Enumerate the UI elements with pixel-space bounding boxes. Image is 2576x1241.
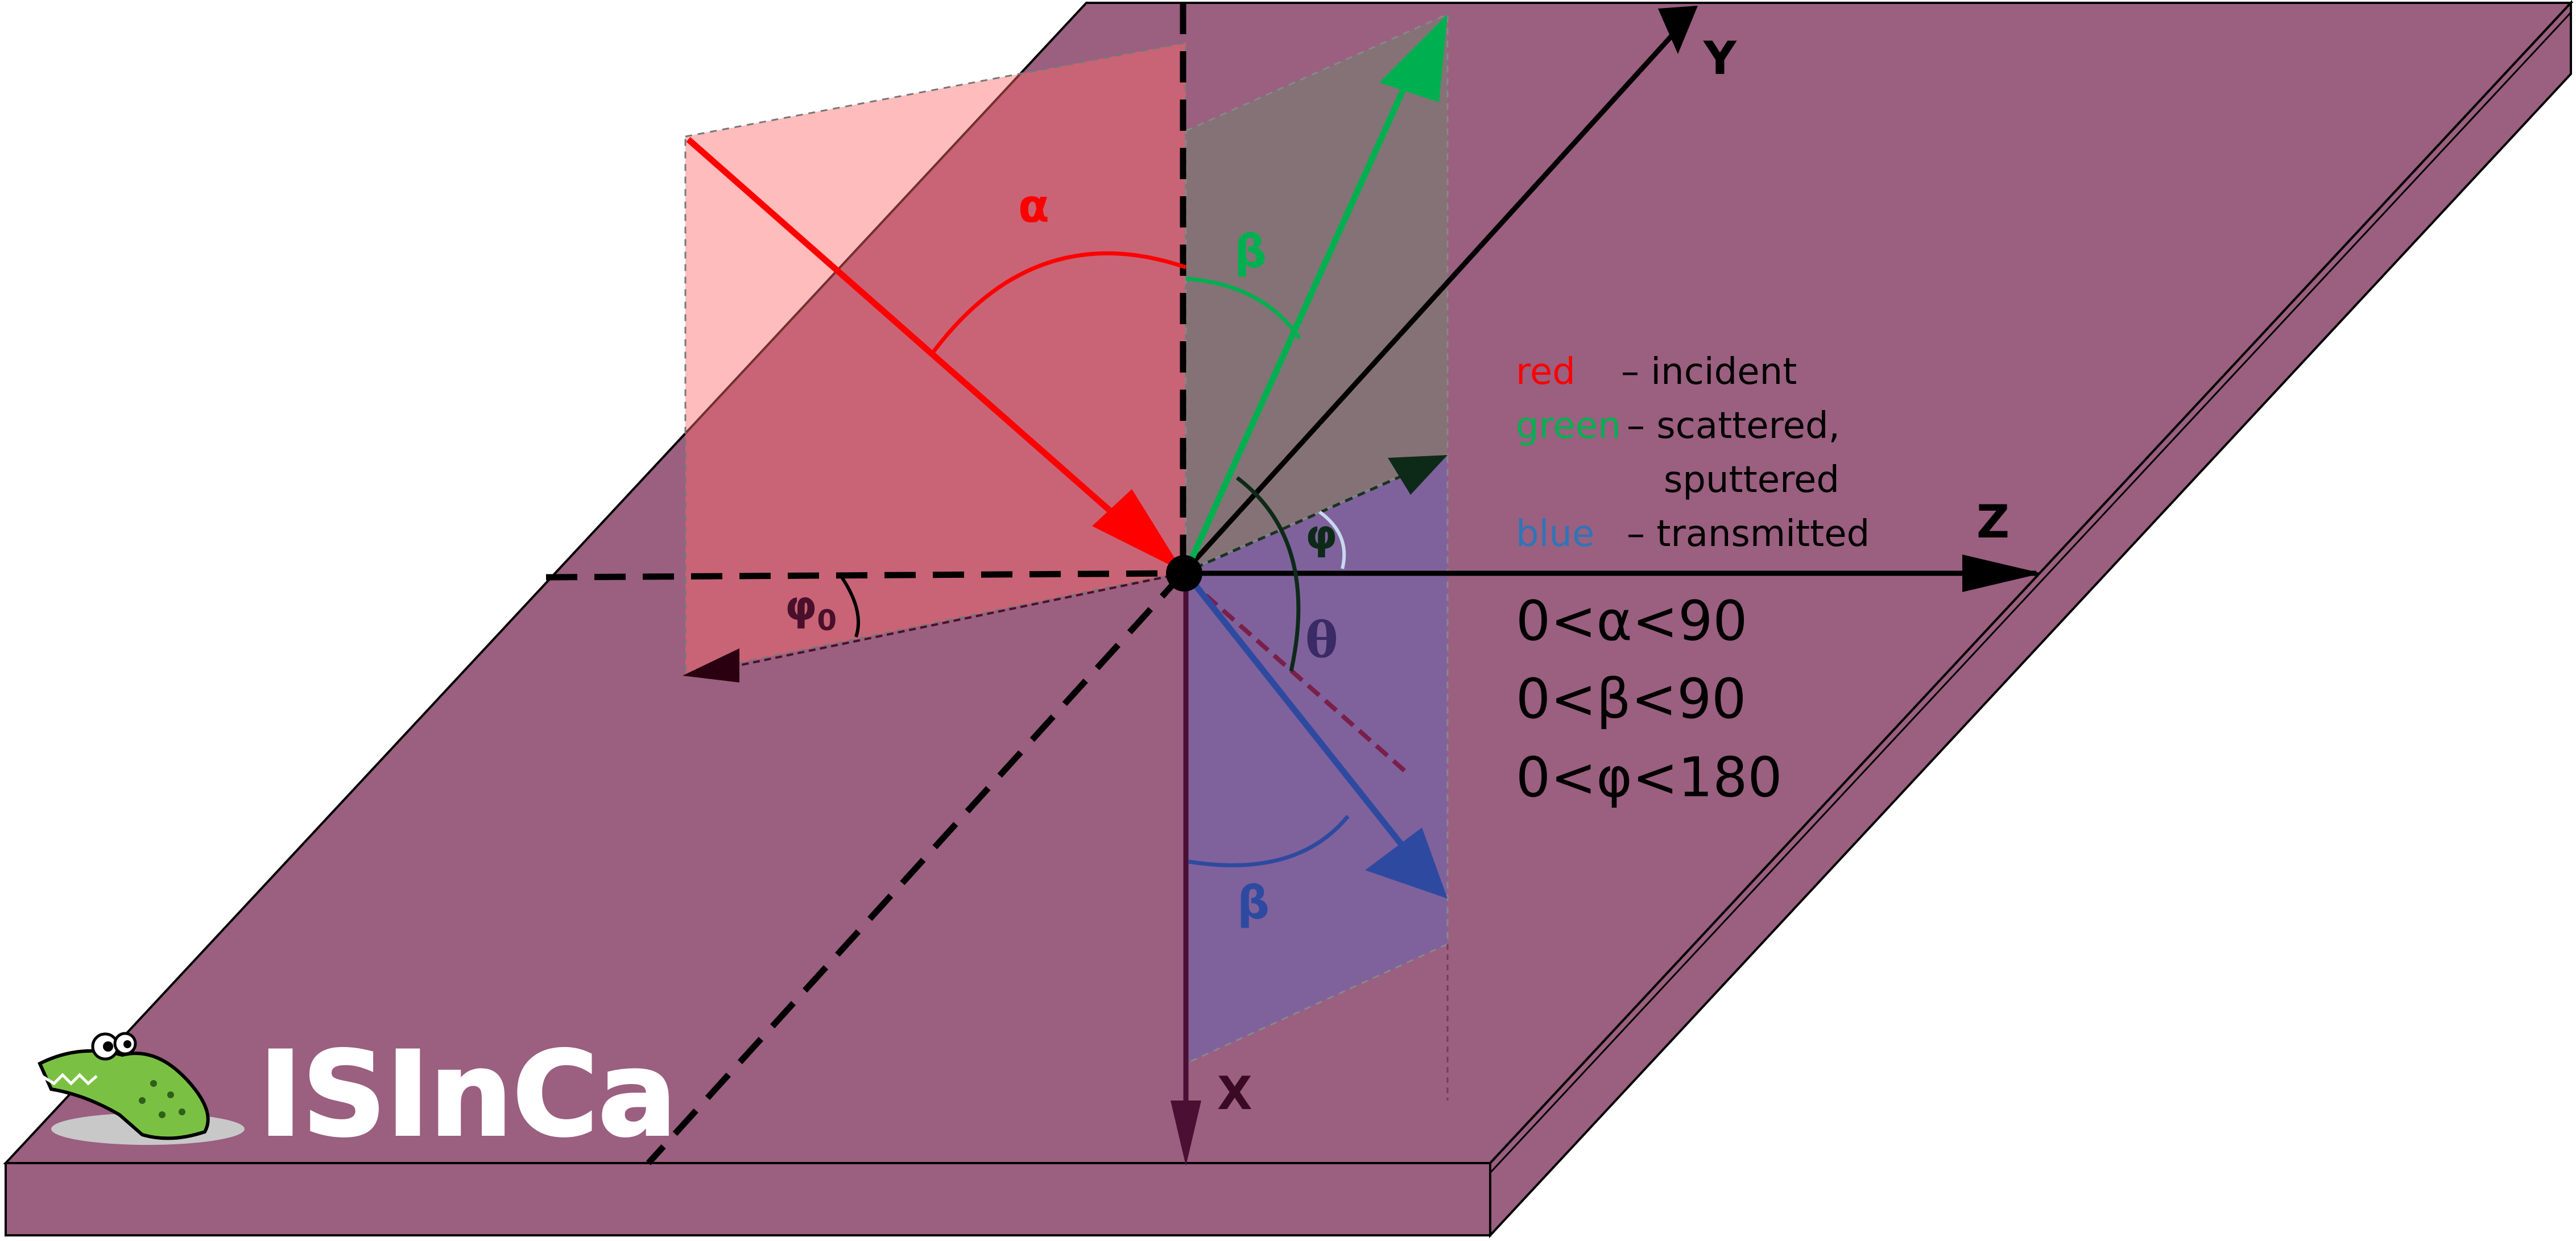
theta-label: θ bbox=[1305, 611, 1338, 669]
beta-scattered-label: β bbox=[1234, 225, 1267, 278]
beta-transmitted-arc bbox=[1188, 814, 1350, 867]
scattered-projection bbox=[1182, 470, 1412, 575]
coordinate-axes bbox=[545, 3, 2042, 1166]
angle-conditions: 0<α<90 0<β<90 0<φ<180 bbox=[1516, 589, 1783, 809]
legend-text-scattered: – scattered, bbox=[1627, 405, 1840, 447]
y-axis-arrowhead bbox=[1658, 6, 1698, 54]
legend-row-transmitted: blue – transmitted bbox=[1516, 513, 1870, 555]
crocodile-icon bbox=[38, 1032, 210, 1140]
legend-key-blue: blue bbox=[1516, 513, 1594, 555]
scattered-beam bbox=[1182, 14, 1448, 573]
legend-text-transmitted: – transmitted bbox=[1627, 513, 1870, 555]
alpha-arc bbox=[931, 251, 1187, 354]
phi0-subscript: 0 bbox=[817, 604, 837, 637]
z-axis-label: Z bbox=[1977, 495, 2009, 548]
isinca-logo: ISInCa bbox=[38, 1026, 678, 1164]
y-axis-label: Y bbox=[1703, 32, 1737, 85]
condition-beta: 0<β<90 bbox=[1516, 667, 1746, 731]
phi-label: φ bbox=[1305, 511, 1337, 559]
incident-beam bbox=[686, 136, 1183, 572]
condition-alpha: 0<α<90 bbox=[1516, 589, 1747, 653]
theta-arc bbox=[1235, 476, 1301, 672]
phi0-label: φ0 bbox=[785, 582, 837, 637]
transmitted-beam bbox=[1183, 571, 1448, 899]
legend-row-scattered: green – scattered, bbox=[1516, 405, 1840, 447]
phi0-arc bbox=[840, 576, 861, 638]
z-axis-arrowhead bbox=[1962, 555, 2042, 592]
x-axis-label: X bbox=[1217, 1067, 1252, 1120]
transmitted-projection bbox=[1187, 578, 1409, 775]
x-axis-arrowhead bbox=[1171, 1101, 1201, 1166]
legend-text-incident: – incident bbox=[1621, 351, 1797, 393]
beta-transmitted-label: β bbox=[1237, 876, 1270, 929]
legend-row-incident: red – incident bbox=[1516, 351, 1797, 393]
phi0-base: φ bbox=[785, 582, 817, 630]
beta-scattered-arc bbox=[1185, 276, 1301, 340]
surface-projections bbox=[683, 455, 1448, 775]
legend-text-sputtered: sputtered bbox=[1664, 459, 1839, 501]
legend: red – incident green – scattered, sputte… bbox=[1516, 351, 1870, 555]
y-axis bbox=[1181, 20, 1686, 576]
condition-phi: 0<φ<180 bbox=[1516, 746, 1783, 809]
alpha-label: α bbox=[1018, 180, 1049, 233]
origin-point bbox=[1166, 555, 1202, 591]
slab-right-face bbox=[1489, 0, 2572, 1239]
legend-key-green: green bbox=[1516, 405, 1621, 447]
logo-text: ISInCa bbox=[259, 1027, 677, 1163]
angle-arcs bbox=[840, 251, 1350, 867]
negative-y-axis-dashed bbox=[646, 571, 1186, 1165]
sample-slab bbox=[3, 0, 2574, 1239]
phi-arc bbox=[1318, 510, 1346, 569]
slab-front-face bbox=[5, 1162, 1491, 1236]
legend-row-sputtered: sputtered bbox=[1664, 459, 1839, 501]
legend-key-red: red bbox=[1516, 351, 1576, 393]
negative-z-axis-dashed bbox=[545, 570, 1184, 581]
